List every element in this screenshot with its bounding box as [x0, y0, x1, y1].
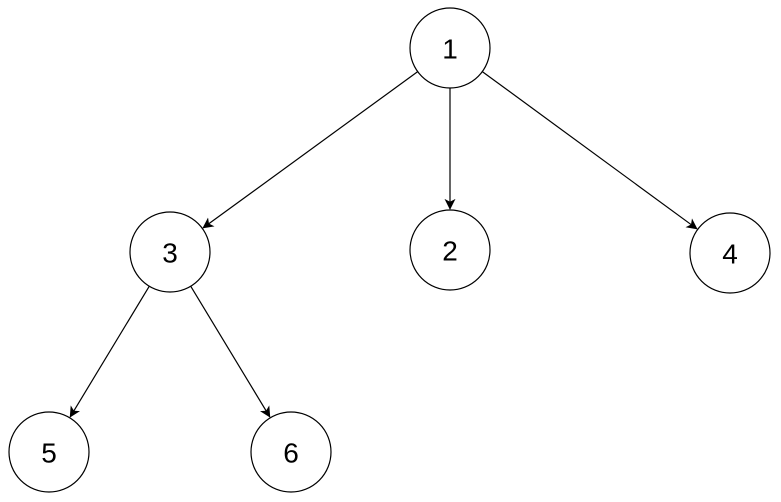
node-circle-1[interactable]: [409, 7, 491, 89]
node-circle-3[interactable]: [129, 211, 211, 293]
tree-edge-3-6: [190, 285, 271, 418]
tree-node-4[interactable]: 4: [689, 212, 771, 294]
tree-node-2[interactable]: 2: [409, 209, 491, 291]
tree-edge-1-4: [481, 71, 698, 230]
tree-node-6[interactable]: 6: [250, 411, 332, 493]
node-circle-4[interactable]: [689, 212, 771, 294]
node-circle-2[interactable]: [409, 209, 491, 291]
node-circle-6[interactable]: [250, 411, 332, 493]
tree-edge-1-3: [202, 71, 419, 229]
tree-node-3[interactable]: 3: [129, 211, 211, 293]
tree-node-1[interactable]: 1: [409, 7, 491, 89]
node-circle-5[interactable]: [8, 411, 90, 493]
tree-edge-3-5: [69, 285, 150, 418]
tree-node-5[interactable]: 5: [8, 411, 90, 493]
